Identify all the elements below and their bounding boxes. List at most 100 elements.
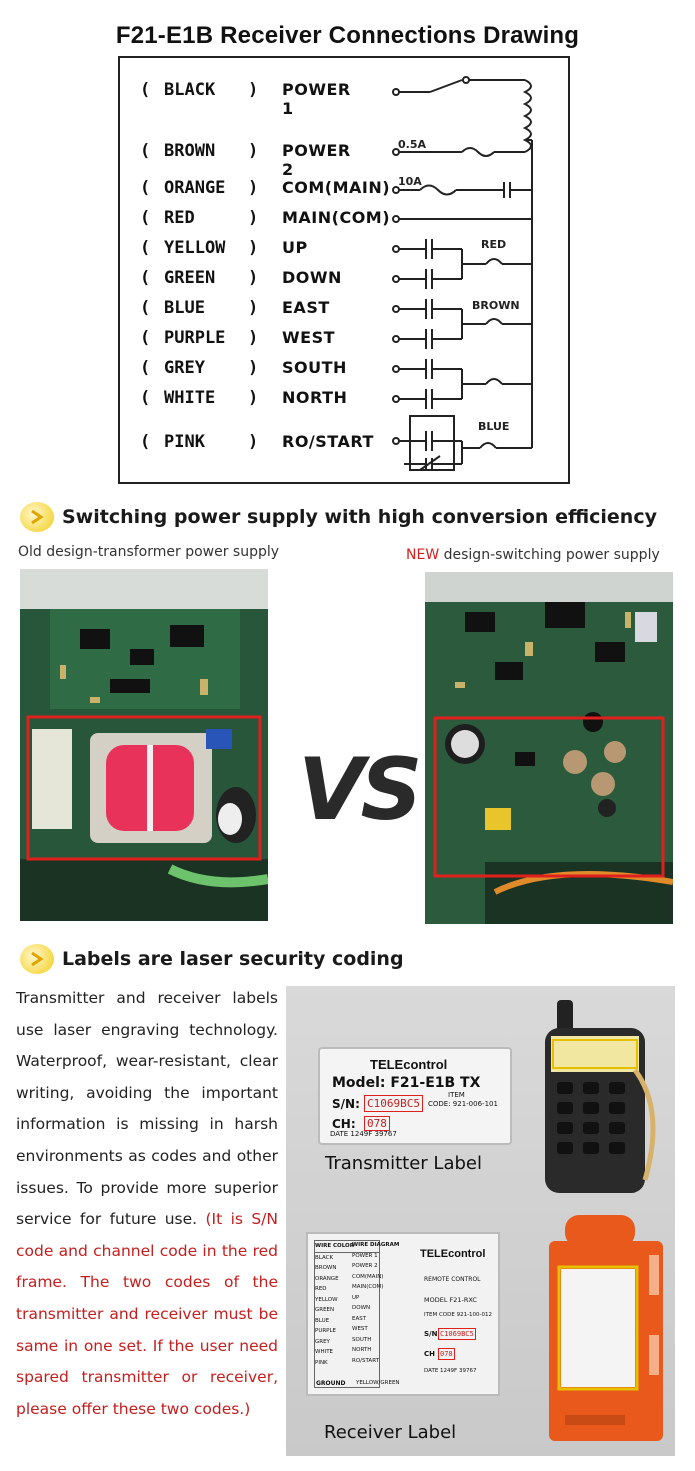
start-relay bbox=[392, 415, 532, 471]
power-heading-text: Switching power supply with high convers… bbox=[62, 506, 657, 528]
labels-heading: Labels are laser security coding bbox=[20, 941, 404, 977]
wire-function: POWER 1 bbox=[282, 80, 351, 118]
coil-arc bbox=[485, 378, 503, 385]
tx-code: CODE: 921-006-101 bbox=[428, 1100, 498, 1108]
paren-close: ) bbox=[248, 80, 259, 100]
tx-sn-value: C1069BC5 bbox=[364, 1095, 423, 1112]
diagram-title: F21-E1B Receiver Connections Drawing bbox=[115, 22, 580, 49]
schematic-lines bbox=[392, 76, 533, 448]
paren-close: ) bbox=[248, 328, 259, 348]
rx-wire-item: ORANGE bbox=[315, 1275, 339, 1282]
tx-item: ITEM bbox=[448, 1091, 465, 1099]
old-board-illustration bbox=[20, 569, 268, 921]
paren-close: ) bbox=[248, 388, 259, 408]
rx-ground: GROUND bbox=[316, 1380, 346, 1387]
labels-note: (It is S/N code and channel code in the … bbox=[16, 1210, 278, 1418]
power-heading: Switching power supply with high convers… bbox=[20, 499, 657, 535]
rx-func-item: NORTH bbox=[352, 1347, 372, 1353]
fuse-small-label: 0.5A bbox=[398, 138, 426, 151]
rx-remote: REMOTE CONTROL bbox=[424, 1276, 481, 1283]
wire-color-name: BLUE bbox=[164, 298, 205, 318]
rx-ch-label: CH bbox=[424, 1350, 435, 1358]
rx-func-item: DOWN bbox=[352, 1305, 371, 1311]
fuse-main-label: 10A bbox=[398, 175, 422, 188]
terminal-dot bbox=[392, 305, 400, 313]
paren-close: ) bbox=[248, 358, 259, 378]
wire-function: NORTH bbox=[282, 388, 348, 407]
versus-text: VS bbox=[298, 740, 422, 840]
paren-open: ( bbox=[140, 208, 151, 228]
wire-color-name: GREEN bbox=[164, 268, 216, 288]
paren-close: ) bbox=[248, 298, 259, 318]
receiver-illustration bbox=[549, 1215, 663, 1441]
rx-brand: TELEcontrol bbox=[420, 1248, 486, 1260]
transmitter-label-caption: Transmitter Label bbox=[325, 1153, 482, 1174]
wire-function: EAST bbox=[282, 298, 330, 317]
paren-open: ( bbox=[140, 388, 151, 408]
wire-color-name: GREY bbox=[164, 358, 205, 378]
rx-func-item: WEST bbox=[352, 1326, 368, 1332]
wire-function: RO/START bbox=[282, 432, 374, 451]
common-blue-label: BLUE bbox=[478, 420, 509, 433]
common-red-label: RED bbox=[481, 238, 506, 251]
wire-function: UP bbox=[282, 238, 308, 257]
new-board-photo bbox=[425, 572, 673, 924]
rx-func-item: RO/START bbox=[352, 1357, 379, 1364]
tx-sn-label: S/N: bbox=[332, 1097, 360, 1111]
common-brown-label: BROWN bbox=[472, 299, 520, 312]
rx-model: MODEL F21-RXC bbox=[424, 1296, 477, 1304]
tx-ch-value: 078 bbox=[364, 1116, 390, 1131]
rx-wire-header: WIRE COLOR bbox=[315, 1241, 379, 1253]
rx-wire-diagram: WIRE DIAGRAM bbox=[352, 1242, 400, 1248]
wire-function: SOUTH bbox=[282, 358, 347, 377]
wire-function: WEST bbox=[282, 328, 336, 347]
rx-wire-item: BLUE bbox=[315, 1317, 330, 1324]
rx-func-item: EAST bbox=[352, 1315, 367, 1322]
labels-body: Transmitter and receiver labels use lase… bbox=[16, 989, 278, 1229]
paren-open: ( bbox=[140, 328, 151, 348]
wiring-schematic: 0.5A 10A RED BROWN BLUE bbox=[392, 76, 533, 471]
wire-function: DOWN bbox=[282, 268, 342, 287]
tx-model: Model: F21-E1B TX bbox=[332, 1075, 481, 1091]
rx-func-item: COM(MAIN) bbox=[352, 1273, 384, 1280]
old-design-caption: Old design-transformer power supply bbox=[18, 544, 280, 560]
new-tag: NEW bbox=[406, 547, 440, 563]
relay-contacts bbox=[392, 239, 532, 409]
paren-close: ) bbox=[248, 268, 259, 288]
coil-arc bbox=[485, 318, 503, 325]
paren-open: ( bbox=[140, 432, 151, 452]
tx-ch-label: CH: bbox=[332, 1117, 356, 1131]
terminal-dot bbox=[392, 395, 400, 403]
wire-color-name: BLACK bbox=[164, 80, 216, 100]
rx-item-code: ITEM CODE 921-100-012 bbox=[424, 1312, 493, 1318]
rx-ch-value: 078 bbox=[438, 1348, 455, 1360]
paren-open: ( bbox=[140, 298, 151, 318]
terminal-dot bbox=[392, 245, 400, 253]
paren-close: ) bbox=[248, 238, 259, 258]
paren-close: ) bbox=[248, 178, 259, 198]
labels-heading-text: Labels are laser security coding bbox=[62, 948, 404, 970]
rx-ground-color: YELLOW/GREEN bbox=[356, 1380, 400, 1386]
transmitter-illustration bbox=[545, 1000, 656, 1193]
rx-wire-item: BROWN bbox=[315, 1265, 337, 1271]
new-board-illustration bbox=[425, 572, 673, 924]
new-caption-text: design-switching power supply bbox=[439, 547, 660, 563]
paren-open: ( bbox=[140, 268, 151, 288]
wire-color-name: YELLOW bbox=[164, 238, 226, 258]
paren-open: ( bbox=[140, 141, 151, 161]
paren-close: ) bbox=[248, 432, 259, 452]
arrow-right-icon bbox=[20, 944, 54, 974]
wire-color-name: PINK bbox=[164, 432, 205, 452]
terminal-dot bbox=[392, 365, 400, 373]
wire-color-name: RED bbox=[164, 208, 195, 228]
wire-color-name: WHITE bbox=[164, 388, 216, 408]
wire-function: COM(MAIN) bbox=[282, 178, 391, 197]
paren-close: ) bbox=[248, 141, 259, 161]
rx-wire-item: PINK bbox=[315, 1359, 328, 1366]
paren-open: ( bbox=[140, 80, 151, 100]
rx-func-item: SOUTH bbox=[352, 1336, 372, 1343]
rx-func-item: POWER 2 bbox=[352, 1263, 378, 1269]
